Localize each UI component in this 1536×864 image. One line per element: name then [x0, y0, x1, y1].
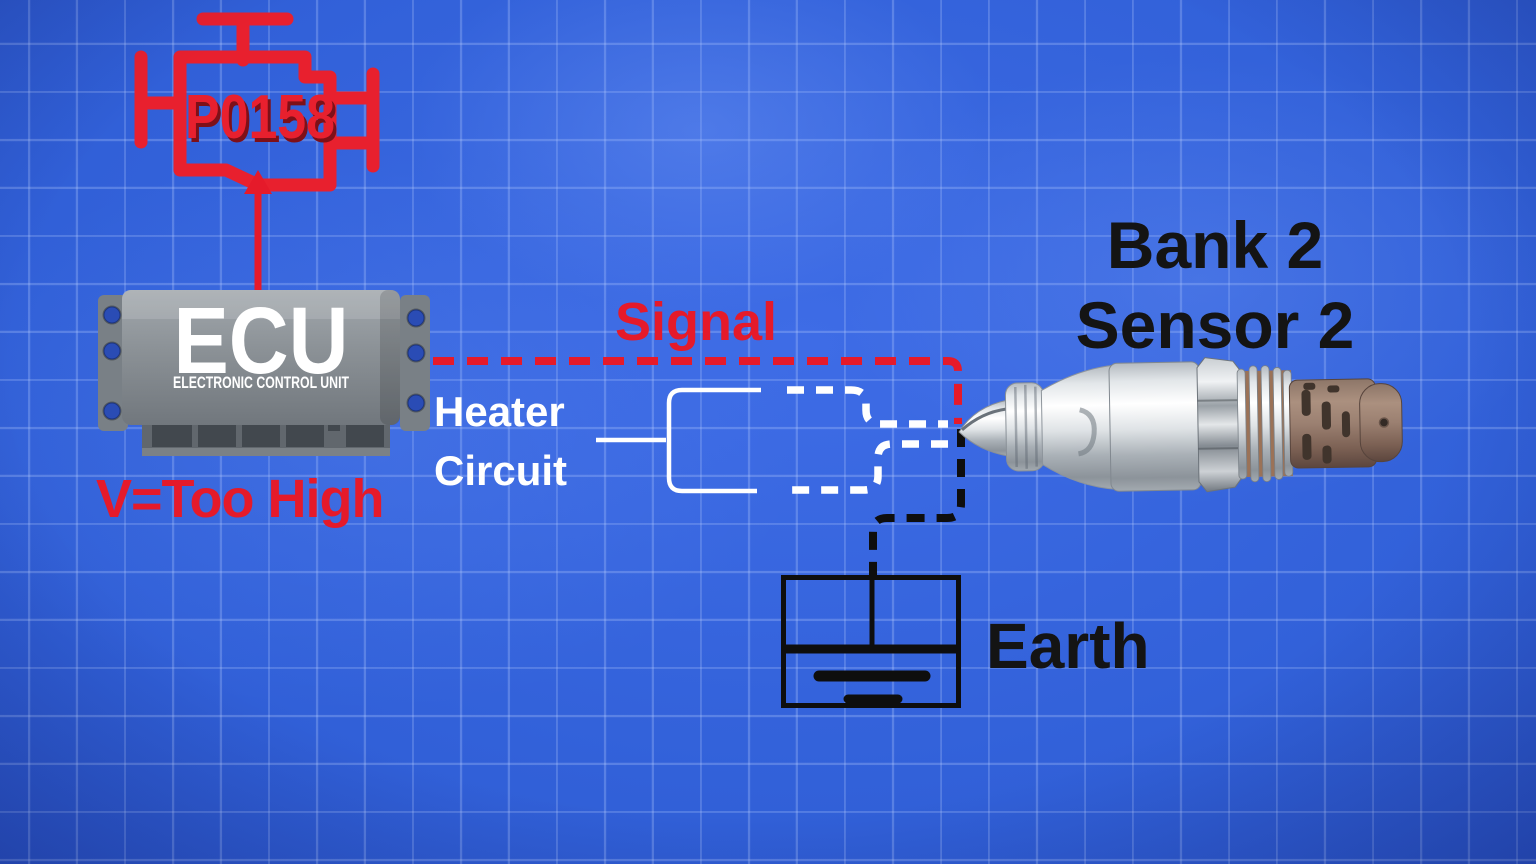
- ecu-title: ECU: [174, 288, 349, 394]
- sensor-bank-label: Bank 2: [1020, 205, 1410, 285]
- sensor-crimp-seam: [961, 407, 1006, 432]
- ecu-right-flange: [400, 295, 430, 431]
- sensor-vent-hole: [1378, 417, 1390, 428]
- ecu-connector-base: [142, 448, 390, 456]
- sensor-collar-grooves: [1014, 384, 1038, 469]
- ecu-subtitle: ELECTRONIC CONTROL UNIT: [173, 374, 349, 392]
- sensor-position-label: Bank 2 Sensor 2: [1020, 205, 1410, 365]
- ecu-body-side-shade: [380, 290, 400, 425]
- ground-box: [781, 575, 961, 708]
- ecu-mounting-holes: [102, 305, 426, 421]
- sensor-emboss-mark: [1077, 407, 1097, 457]
- sensor-number-label: Sensor 2: [1020, 285, 1410, 365]
- ecu-body: [122, 290, 400, 425]
- dtc-code: P0158: [185, 83, 335, 152]
- voltage-fault-label: V=Too High: [96, 468, 384, 530]
- ground-wire-dashed: [869, 429, 965, 575]
- sensor-hex-nut: [1196, 357, 1242, 493]
- check-engine-icon: P0158 P0158: [134, 12, 380, 192]
- signal-wire-label: Signal: [615, 291, 777, 353]
- arrow-line: [254, 190, 262, 296]
- ecu-module-graphic: ECU ELECTRONIC CONTROL UNIT: [98, 288, 430, 456]
- heater-circuit-label: Heater Circuit: [434, 382, 567, 500]
- heater-wire-upper-dashed: [787, 386, 948, 428]
- earth-label: Earth: [986, 609, 1150, 683]
- heater-wire-lower-dashed: [787, 440, 948, 494]
- sensor-hex-facets: [1197, 399, 1241, 450]
- arrow-head: [244, 170, 272, 194]
- earth-ground-symbol: [781, 575, 961, 708]
- ecu-body-bevel: [122, 290, 400, 319]
- oxygen-sensor-photo: [958, 357, 1403, 493]
- ecu-left-flange: [98, 295, 128, 431]
- heater-bracket: [666, 387, 761, 494]
- sensor-shield-slots: [1301, 382, 1351, 464]
- ecu-to-lamp-arrow: [244, 170, 272, 296]
- sensor-thread-rings: [1236, 365, 1294, 483]
- dtc-code-shadow: P0158: [188, 87, 338, 156]
- engine-body-outline: [173, 50, 377, 192]
- heater-circuit-label-line1: Heater: [434, 382, 567, 441]
- signal-wire-dashed: [433, 357, 962, 424]
- heater-circuit-label-line2: Circuit: [434, 441, 567, 500]
